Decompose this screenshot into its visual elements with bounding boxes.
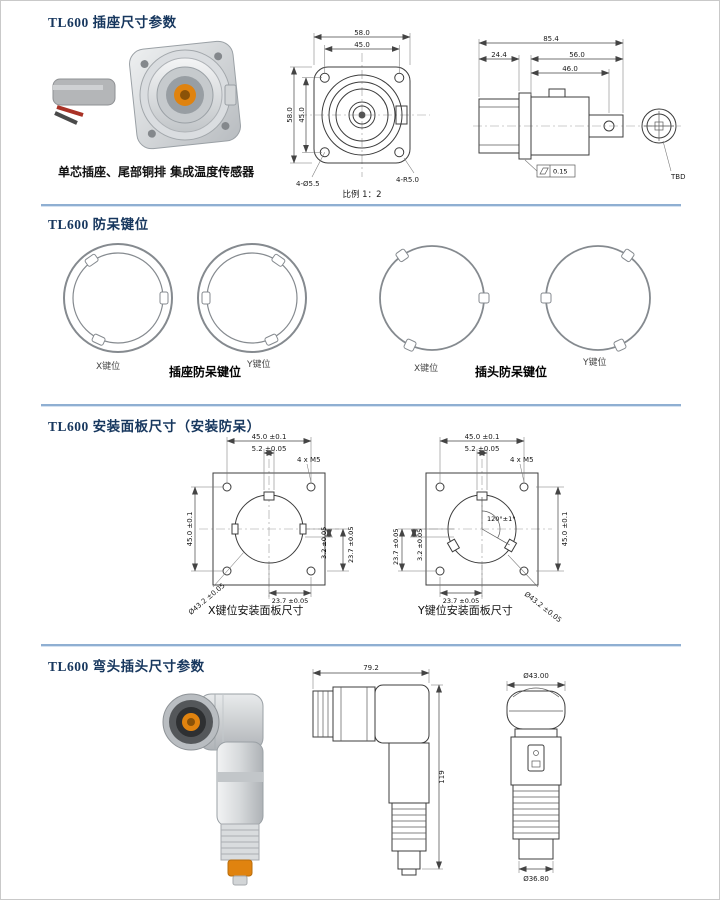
elbow-plug-3d-render (162, 693, 264, 886)
dim-total-length: 85.4 (543, 35, 559, 43)
note-screws: 4 x M5 (297, 456, 321, 464)
rear-end-view (641, 108, 677, 144)
dim-hole-spacing-right: 45.0 ±0.1 (561, 512, 569, 547)
dimension-lines (291, 34, 411, 164)
dim-rear-length: 56.0 (569, 51, 585, 59)
socket-side-view-drawing: 85.4 24.4 56.0 46.0 0.15 TBD (473, 35, 685, 181)
label-socket-key-x: X键位 (96, 362, 121, 372)
plug-key-y-diagram (540, 245, 651, 352)
plug-outline (506, 687, 566, 860)
caption-panel-y: Y键位安装面板尺寸 (418, 604, 513, 617)
dim-side-b: 23.7 ±0.05 (392, 529, 400, 565)
section-divider (41, 204, 681, 207)
dim-bottom: 23.7 ±0.05 (272, 597, 308, 605)
socket-key-x-diagram (63, 243, 173, 353)
label-plug-key-y: Y键位 (583, 358, 607, 368)
key-notches (201, 253, 286, 346)
dim-cutout-diameter: Ø43.2 ±0.05 (523, 590, 563, 624)
dim-height-inner: 45.0 (298, 107, 306, 123)
section-title-elbow-plug: TL600 弯头插头尺寸参数 (48, 659, 205, 674)
flatness-callout: 0.15 (536, 164, 576, 178)
key-tabs (395, 248, 490, 352)
dim-plug-diameter-top: Ø43.00 (523, 672, 549, 680)
elbow-top-assembly (162, 693, 264, 751)
section-divider (41, 404, 681, 407)
centerlines (199, 459, 339, 599)
socket-front-view-drawing: 58.0 45.0 58.0 45.0 4-Ø5.5 4-R5.0 比例 1：2 (286, 29, 430, 200)
straight-plug-drawing: Ø43.00 Ø36.80 (506, 672, 566, 883)
dim-elbow-width: 79.2 (363, 664, 379, 672)
note-screws: 4 x M5 (510, 456, 534, 464)
elbow-body (216, 741, 264, 861)
panel-cutout-y-drawing: 120°±1° 45.0 ±0.1 5.2 ±0.05 (392, 433, 569, 624)
section-title-panel-cutout: TL600 安装面板尺寸（安装防呆） (48, 419, 261, 434)
dimension-lines (478, 40, 624, 76)
elbow-outline (312, 684, 430, 876)
flatness-value: 0.15 (553, 168, 567, 176)
key-notches (84, 253, 169, 346)
angle-construction (481, 497, 510, 546)
dim-height-outer: 58.0 (286, 107, 294, 123)
dim-plug-diameter-bottom: Ø36.80 (523, 875, 549, 883)
dim-body-length: 46.0 (562, 65, 578, 73)
elbow-tip (227, 859, 253, 886)
dim-width-outer: 58.0 (354, 29, 370, 37)
note-holes: 4-Ø5.5 (296, 180, 320, 188)
dim-elbow-height: 119 (438, 770, 446, 783)
section-divider (41, 644, 681, 647)
dim-side-b: 23.7 ±0.05 (347, 527, 355, 563)
note-corner-radius: 4-R5.0 (396, 176, 419, 184)
flange-outline (313, 66, 411, 164)
dimension-lines (192, 438, 346, 596)
plug-key-x-diagram (379, 245, 490, 352)
dim-notch-offset: 3.2 ±0.05 (416, 529, 424, 561)
socket-3d-render (52, 40, 241, 150)
note-scale: 比例 1：2 (342, 189, 381, 200)
dim-front-length: 24.4 (491, 51, 507, 59)
tbd-label: TBD (670, 173, 685, 181)
center-pin (358, 111, 366, 119)
dim-hole-spacing-top: 45.0 ±0.1 (252, 433, 287, 441)
socket-caption: 单芯插座、尾部铜排 集成温度传感器 (58, 165, 255, 179)
extension-lines (398, 437, 564, 597)
caption-panel-x: X键位安装面板尺寸 (208, 604, 304, 617)
dim-notch-offset: 3.2 ±0.05 (320, 527, 328, 559)
section-title-socket-dimensions: TL600 插座尺寸参数 (48, 15, 177, 30)
label-socket-keying: 插座防呆键位 (169, 365, 242, 379)
label-plug-keying: 插头防呆键位 (475, 365, 548, 379)
dim-slot-width: 5.2 ±0.05 (252, 445, 287, 453)
socket-barrel (139, 49, 237, 141)
extension-lines (506, 681, 566, 873)
centerlines (298, 53, 430, 177)
socket-cable (52, 78, 116, 125)
dim-bottom: 23.7 ±0.05 (443, 597, 479, 605)
dim-key-angle: 120°±1° (487, 515, 516, 523)
panel-cutout-x-drawing: 45.0 ±0.1 5.2 ±0.05 4 x M5 45.0 ±0.1 3.2… (186, 433, 355, 617)
dim-hole-spacing-left: 45.0 ±0.1 (186, 512, 194, 547)
socket-key-y-diagram (197, 243, 307, 353)
section-title-keying: TL600 防呆键位 (48, 217, 149, 232)
key-tabs (540, 248, 635, 352)
dimension-lines (399, 438, 561, 596)
dim-hole-spacing-top: 45.0 ±0.1 (465, 433, 500, 441)
dim-width-inner: 45.0 (354, 41, 370, 49)
label-socket-key-y: Y键位 (247, 360, 271, 370)
label-plug-key-x: X键位 (414, 364, 439, 374)
elbow-plug-drawing: 79.2 119 (312, 664, 446, 876)
dim-slot-width: 5.2 ±0.05 (465, 445, 500, 453)
side-profile (478, 88, 624, 160)
